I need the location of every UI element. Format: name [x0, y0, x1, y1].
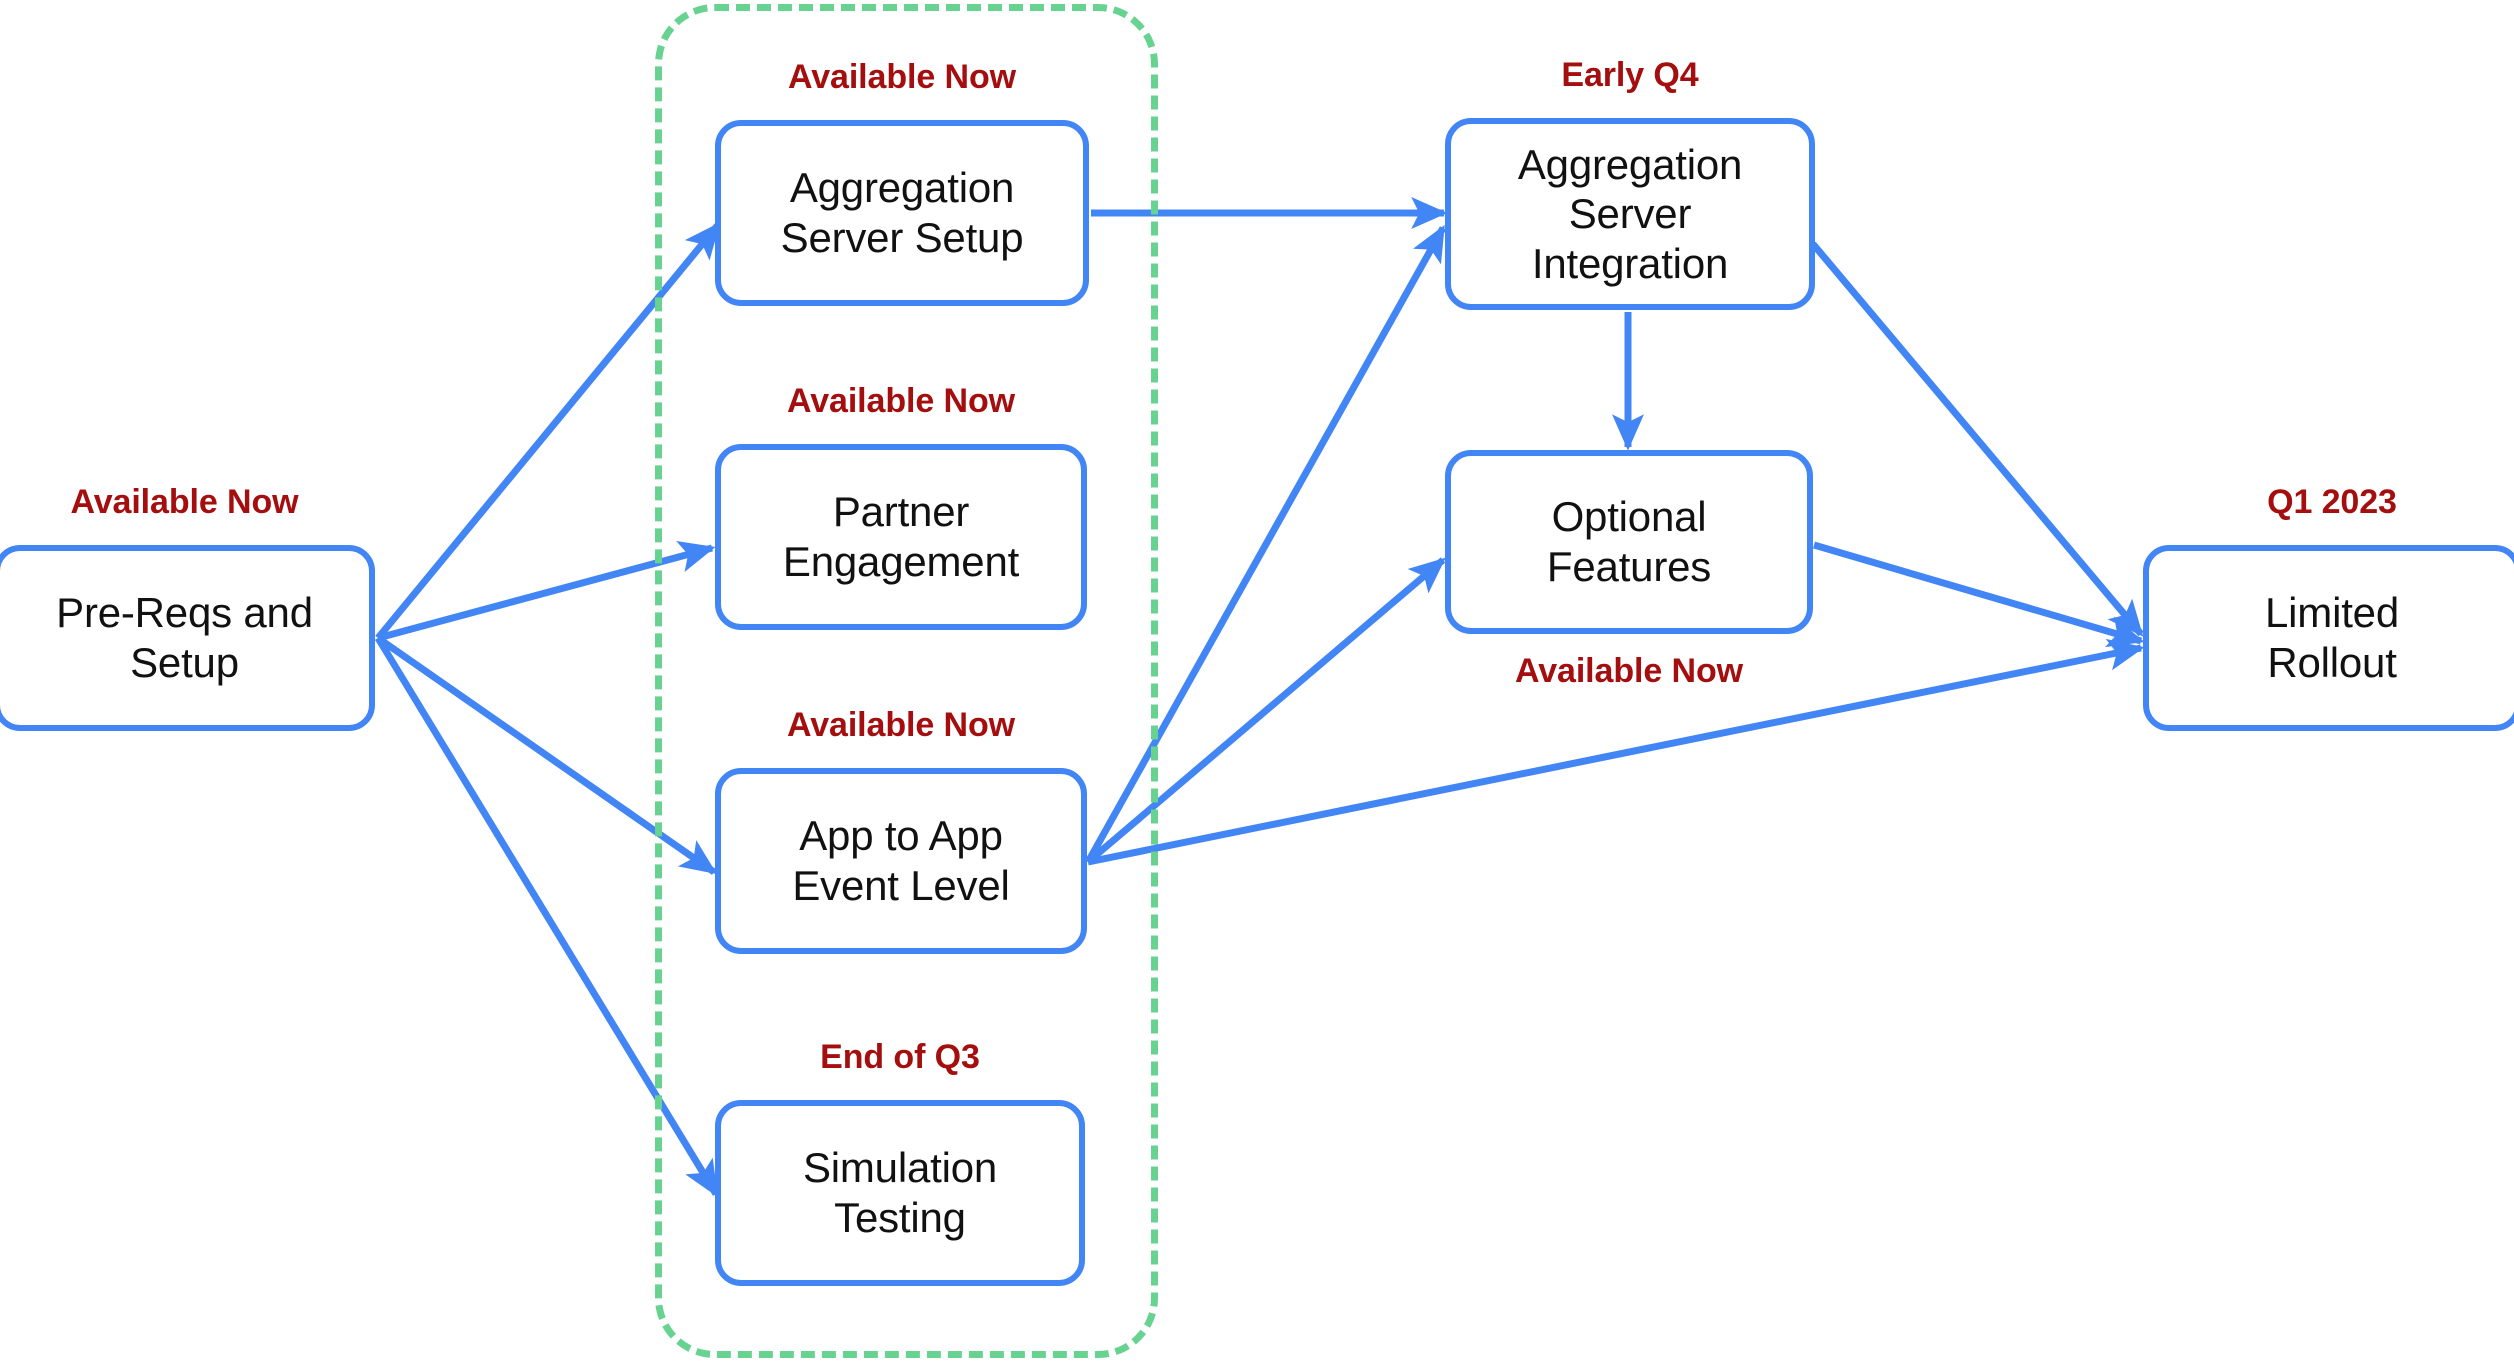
node-aggregation-server-integration[interactable]: Aggregation Server Integration — [1445, 118, 1815, 310]
node-label-aggregation-server-setup: Aggregation Server Setup — [780, 164, 1024, 261]
node-label-aggregation-server-integration: Aggregation Server Integration — [1517, 140, 1743, 287]
node-label-limited-rollout: Limited Rollout — [2265, 589, 2399, 686]
node-partner-engagement[interactable]: Partner Engagement — [715, 444, 1087, 630]
node-optional-features[interactable]: Optional Features — [1445, 450, 1813, 634]
status-label-simulation-testing: End of Q3 — [820, 1038, 980, 1076]
status-label-optional-features: Available Now — [1515, 652, 1743, 690]
node-label-partner-engagement: Partner Engagement — [782, 488, 1020, 585]
available-now-group-container — [655, 4, 1158, 1358]
node-aggregation-server-setup[interactable]: Aggregation Server Setup — [715, 120, 1089, 306]
status-label-limited-rollout: Q1 2023 — [2267, 483, 2397, 521]
status-label-partner-engagement: Available Now — [787, 382, 1015, 420]
node-label-optional-features: Optional Features — [1546, 493, 1712, 590]
node-label-simulation-testing: Simulation Testing — [802, 1144, 998, 1241]
node-label-app-to-app-event-level: App to App Event Level — [792, 812, 1010, 909]
node-limited-rollout[interactable]: Limited Rollout — [2143, 545, 2514, 731]
status-label-app-to-app-event-level: Available Now — [787, 706, 1015, 744]
node-pre-reqs[interactable]: Pre-Reqs and Setup — [0, 545, 375, 731]
node-label-pre-reqs: Pre-Reqs and Setup — [56, 589, 313, 686]
node-app-to-app-event-level[interactable]: App to App Event Level — [715, 768, 1087, 954]
edge-integration-to-limited-rollout — [1810, 241, 2144, 637]
status-label-pre-reqs: Available Now — [70, 483, 299, 521]
status-label-aggregation-server-integration: Early Q4 — [1561, 56, 1699, 94]
edge-optional-features-to-limited-rollout — [1813, 541, 2145, 648]
status-label-aggregation-server-setup: Available Now — [788, 58, 1016, 96]
node-simulation-testing[interactable]: Simulation Testing — [715, 1100, 1085, 1286]
